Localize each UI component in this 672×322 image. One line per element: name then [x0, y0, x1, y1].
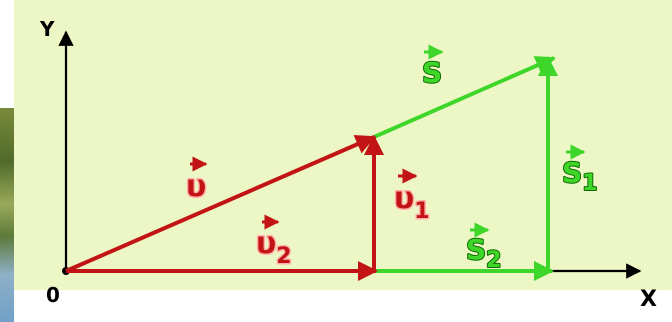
svg-text:S1: S1 — [562, 156, 597, 196]
label-v: υ — [185, 156, 208, 206]
vector-v — [65, 135, 376, 273]
svg-text:S2: S2 — [466, 233, 501, 273]
label-s1: S1 — [561, 144, 598, 197]
background-photo-strip — [0, 108, 14, 322]
label-s: S — [421, 44, 444, 90]
svg-text:υ2: υ2 — [256, 226, 292, 269]
svg-text:S: S — [422, 56, 442, 89]
label-s2: S2 — [465, 222, 502, 274]
origin-label: 0 — [46, 283, 60, 307]
diagram-panel — [14, 0, 672, 290]
vector-s — [373, 56, 556, 139]
svg-text:υ: υ — [186, 169, 206, 204]
label-v2: υ2 — [255, 214, 293, 271]
label-v1: υ1 — [393, 168, 431, 226]
x-axis-label: X — [640, 287, 657, 312]
svg-text:υ1: υ1 — [394, 181, 430, 224]
y-axis-label: Y — [39, 17, 55, 41]
